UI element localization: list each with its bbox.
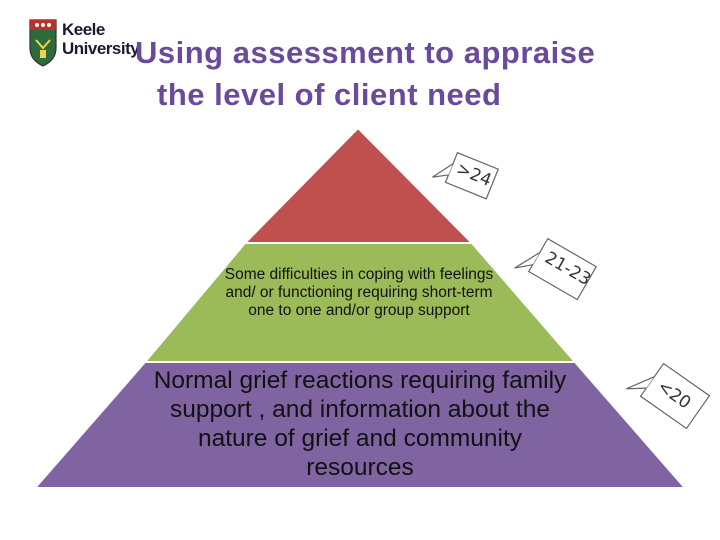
callout-bottom-box <box>626 362 711 430</box>
crest-icon <box>29 19 57 67</box>
slide-title: Using assessment to appraise the level o… <box>135 32 695 116</box>
pyramid-tier-top <box>242 126 475 244</box>
callout-middle-box <box>514 237 598 301</box>
tier-bottom-text: Normal grief reactions requiring family … <box>153 367 567 481</box>
pyramid-tier-bottom <box>32 361 688 489</box>
tier-middle-text: Some difficulties in coping with feeling… <box>224 266 494 319</box>
callout-top-box <box>432 151 500 200</box>
title-line-1: Using assessment to appraise <box>135 35 596 70</box>
keele-university-logo: Keele University <box>28 18 140 70</box>
title-line-2: the level of client need <box>157 77 502 112</box>
logo-wordmark: Keele University <box>62 20 140 58</box>
